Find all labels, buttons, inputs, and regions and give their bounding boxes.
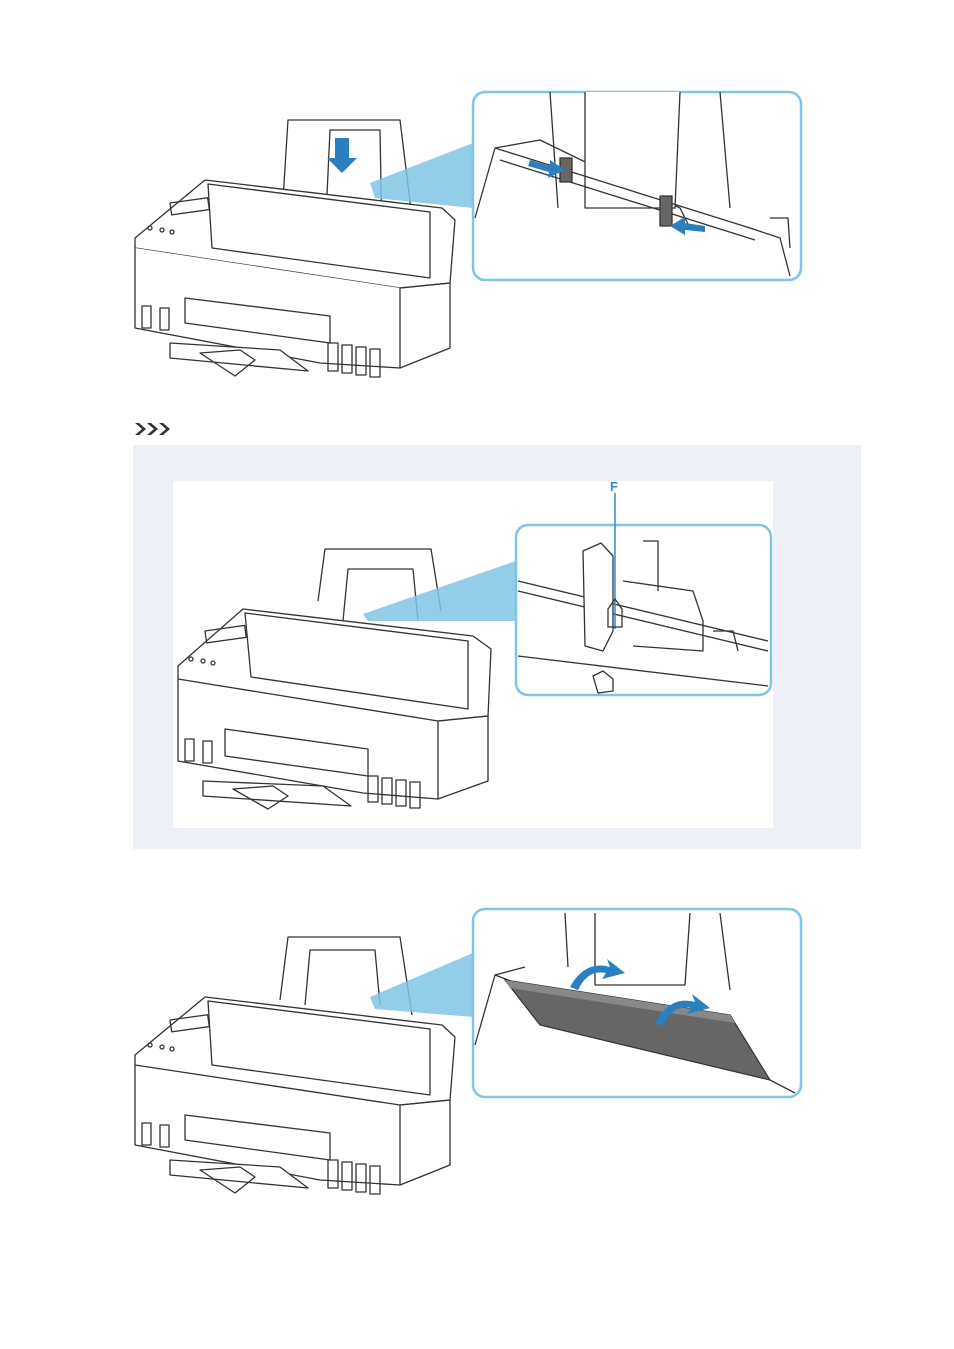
label-f: F [610,481,618,494]
printer-close-cover-illustration [130,905,805,1212]
printer-load-paper-illustration [130,88,805,395]
note-box: F [133,445,861,849]
figure-paper-guide-mark: F [173,481,773,828]
figure-close-slot-cover [130,905,805,1212]
paper-guide-mark-illustration: F [173,481,773,828]
figure-load-paper [130,88,805,395]
note-chevrons-icon [133,421,175,437]
